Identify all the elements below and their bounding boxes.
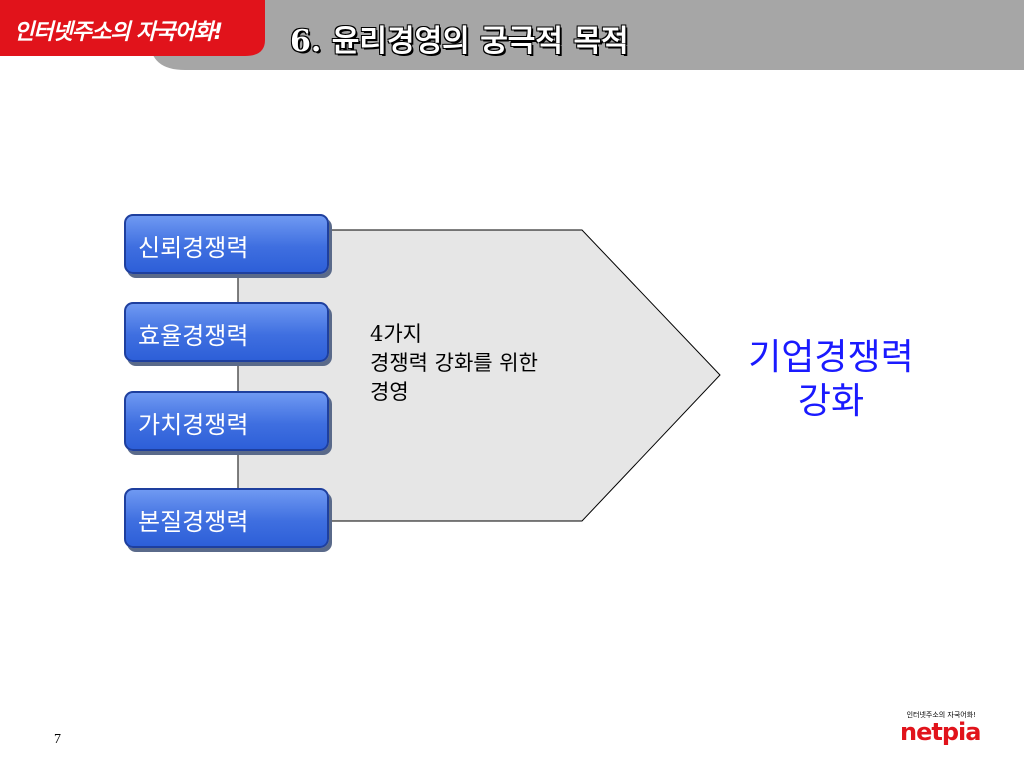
logo-wordmark: netpia	[900, 718, 981, 746]
item-box-trust: 신뢰경쟁력	[124, 214, 329, 274]
center-line: 경쟁력 강화를 위한	[370, 351, 538, 375]
item-label-value: 가치경쟁력	[138, 411, 249, 439]
center-text: 4가지 경쟁력 강화를 위한 경영	[370, 320, 538, 407]
page-number: 7	[54, 732, 61, 747]
page-title: 6. 윤리경영의 궁극적 목적	[290, 24, 629, 59]
center-line: 경영	[370, 380, 409, 404]
netpia-logo: 인터넷주소의 자국어화! netpia	[896, 710, 981, 750]
goal-text: 기업경쟁력 강화	[726, 336, 936, 424]
header-red-bar	[0, 0, 265, 56]
item-box-value: 가치경쟁력	[124, 391, 329, 451]
logo-slogan: 인터넷주소의 자국어화!	[906, 711, 976, 719]
header-slogan: 인터넷주소의 자국어화!	[14, 20, 223, 45]
item-label-trust: 신뢰경쟁력	[138, 234, 249, 262]
header-gray-bar	[150, 0, 1024, 70]
item-box-efficiency: 효율경쟁력	[124, 302, 329, 362]
item-label-efficiency: 효율경쟁력	[138, 322, 249, 350]
header-band	[0, 0, 1024, 70]
item-box-essence: 본질경쟁력	[124, 488, 329, 548]
goal-line: 강화	[797, 381, 865, 422]
item-label-essence: 본질경쟁력	[138, 508, 249, 536]
center-line: 4가지	[370, 322, 423, 346]
goal-line: 기업경쟁력	[748, 337, 914, 378]
